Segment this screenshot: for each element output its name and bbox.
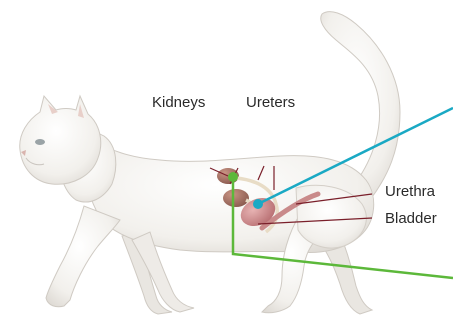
cat-near-front-leg: [46, 206, 120, 307]
cat-eye: [35, 139, 45, 145]
ureters-label: Ureters: [246, 95, 295, 110]
green-pointer-dot: [228, 172, 238, 182]
kidney-lower: [223, 189, 249, 207]
urethra-label: Urethra: [385, 184, 435, 199]
kidneys-label: Kidneys: [152, 95, 205, 110]
bladder-label: Bladder: [385, 211, 437, 226]
cat-head: [20, 96, 101, 184]
cyan-pointer-dot: [253, 199, 263, 209]
